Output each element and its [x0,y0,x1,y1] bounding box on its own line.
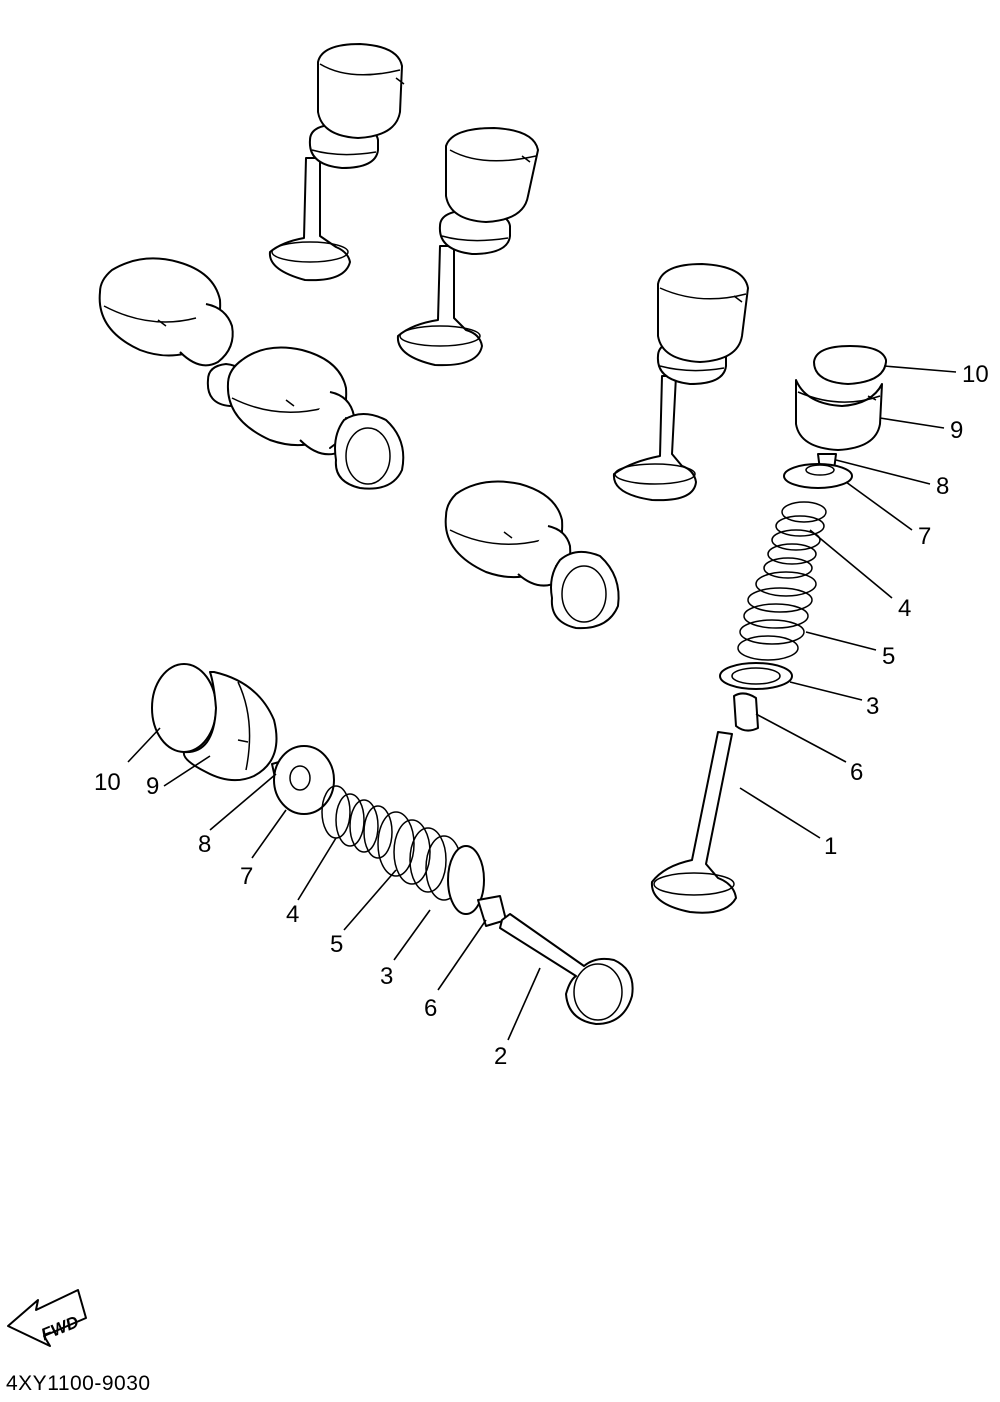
callout-right-4: 4 [898,595,911,622]
callout-right-9: 9 [950,417,963,444]
valve-spring-inner-lower [321,785,393,859]
spring-retainer [783,463,853,489]
callout-left-2: 2 [494,1043,507,1070]
forward-arrow-icon: FWD [7,1289,87,1347]
valve-assembly-upper-3 [612,263,749,502]
spring-seat-lower [447,845,485,915]
valve-assembly-upper-1 [268,43,405,282]
callout-left-3: 3 [380,963,393,990]
spring-seat [719,662,793,690]
callout-right-7: 7 [918,523,931,550]
callout-left-8: 8 [198,831,211,858]
valve-spring-inner [763,501,827,579]
valve-assembly-left-exploded [151,663,634,1025]
valve-shim-lower [151,663,217,753]
valve-assembly-upper-2 [396,127,539,367]
valve-lifter [795,379,883,451]
valve-assembly-middle [444,480,620,630]
callout-right-10: 10 [962,361,989,388]
valve-shim [813,345,887,385]
valve-spring-outer [737,571,817,661]
callout-right-8: 8 [936,473,949,500]
callout-right-3: 3 [866,693,879,720]
right-callout-lines [739,365,957,839]
valve-lifter-lower [182,671,278,782]
callout-right-5: 5 [882,643,895,670]
spring-retainer-lower [273,745,335,815]
callout-left-9: 9 [146,773,159,800]
callout-right-6: 6 [850,759,863,786]
stem-seal [733,692,759,732]
callout-left-4: 4 [286,901,299,928]
callout-left-5: 5 [330,931,343,958]
callout-right-1: 1 [824,833,837,860]
valve-assembly-left-pair [98,257,405,490]
valve-exhaust [499,913,634,1025]
callout-left-10: 10 [94,769,121,796]
valve-intake [650,731,737,914]
left-callout-lines [127,727,541,1041]
callout-left-6: 6 [424,995,437,1022]
valve-assembly-right-exploded [650,345,887,914]
callout-left-7: 7 [240,863,253,890]
diagram-code: 4XY1100-9030 [6,1372,151,1395]
